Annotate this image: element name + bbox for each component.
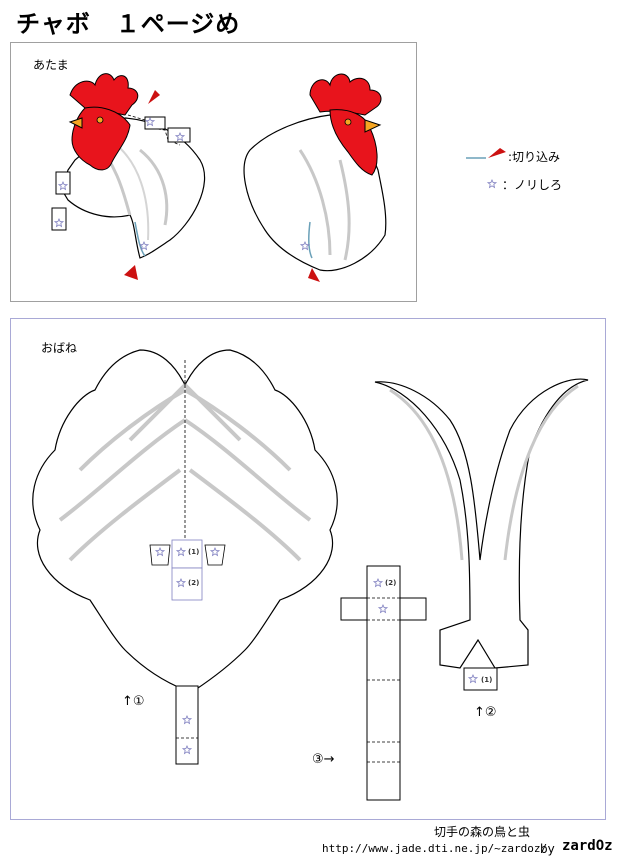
feather-glue-1-label: (1)	[481, 676, 493, 684]
legend-cut-icon	[466, 148, 506, 159]
legend-glue-icon	[487, 179, 497, 188]
zardoz-logo: zardOz	[562, 838, 613, 854]
tail-section-label: おばね	[41, 341, 78, 355]
step-2-label: ↑②	[474, 705, 497, 720]
tail-feathers-2	[374, 378, 589, 691]
tail-panel: おばね	[10, 318, 606, 820]
glue-tab-2-label: (2)	[188, 579, 200, 587]
tail-fan	[32, 349, 338, 765]
step-3-label: ③→	[312, 752, 335, 767]
step-1-label: ↑①	[122, 694, 145, 709]
strip-glue-2-label: (2)	[385, 579, 397, 587]
footer-by: by	[540, 842, 555, 856]
legend-cut-label: :切り込み	[508, 150, 561, 164]
footer-url[interactable]: http://www.jade.dti.ne.jp/~zardoz/	[322, 842, 548, 855]
strip-3	[340, 565, 427, 801]
footer-credit: 切手の森の鳥と虫	[433, 825, 530, 839]
head-section-label: あたま	[33, 58, 69, 72]
rooster-head-left	[51, 73, 206, 280]
rooster-head-right	[243, 73, 387, 282]
page-title: チャボ １ページめ	[16, 10, 241, 38]
glue-tab-1-label: (1)	[188, 548, 200, 556]
legend-glue-label: ：ノリしろ	[502, 178, 563, 192]
